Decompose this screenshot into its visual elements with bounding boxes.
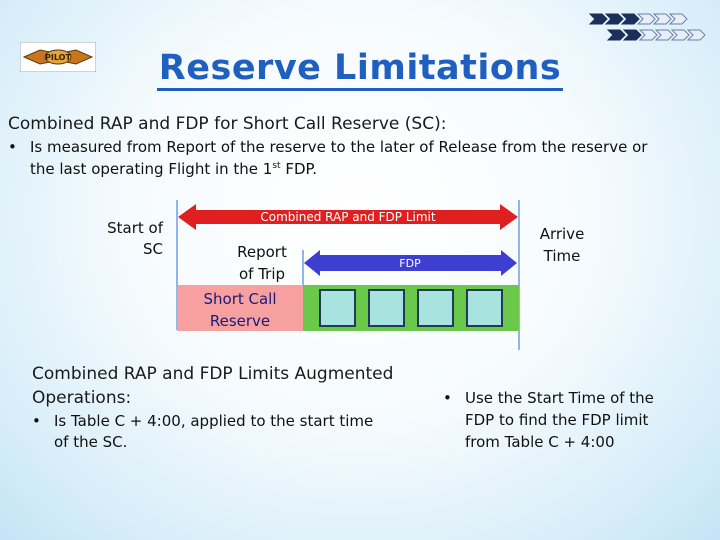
timeline-diagram: Combined RAP and FDP Limit FDP Short Cal… (107, 200, 585, 350)
logo-text: PILOT (45, 53, 71, 62)
report-label-line1: Report (237, 243, 287, 261)
right-bullet-line1: Use the Start Time of the (465, 389, 654, 407)
flight-box (319, 289, 356, 327)
intro-bullet-marker: • (8, 138, 17, 156)
report-label-line2: of Trip (239, 265, 285, 283)
intro-bullet-line1: Is measured from Report of the reserve t… (30, 138, 648, 156)
intro-bullet-line2-text: the last operating Flight in the 1 (30, 160, 273, 178)
fdp-label: FDP (399, 257, 421, 270)
pilot-logo: PILOT (20, 42, 96, 72)
start-label-line2: SC (143, 240, 163, 258)
arrive-label-line1: Arrive (540, 225, 585, 243)
augmented-bullet-marker: • (32, 412, 41, 430)
augmented-bullet-line1: Is Table C + 4:00, applied to the start … (54, 412, 374, 430)
superscript: st (272, 161, 281, 171)
limit-label: Combined RAP and FDP Limit (260, 210, 436, 224)
flight-box (368, 289, 405, 327)
limit-arrow (178, 204, 518, 230)
flight-box (417, 289, 454, 327)
right-bullet-marker: • (443, 389, 452, 407)
reserve-label-line2: Reserve (210, 312, 270, 330)
augmented-heading-line1: Combined RAP and FDP Limits Augmented (32, 364, 394, 384)
intro-heading: Combined RAP and FDP for Short Call Rese… (8, 114, 447, 134)
arrive-label-line2: Time (543, 247, 581, 265)
page-title: Reserve Limitations (0, 48, 720, 91)
start-label-line1: Start of (107, 219, 164, 237)
right-bullet-line2: FDP to find the FDP limit (465, 411, 649, 429)
augmented-heading-line2: Operations: (32, 388, 132, 408)
intro-bullet-line2-end: FDP. (280, 160, 318, 178)
title-text: Reserve Limitations (156, 48, 564, 91)
intro-bullet-line2: the last operating Flight in the 1st FDP… (30, 160, 317, 178)
reserve-label-line1: Short Call (203, 290, 276, 308)
right-bullet-line3: from Table C + 4:00 (465, 433, 615, 451)
reserve-box (177, 285, 303, 331)
flight-box (466, 289, 503, 327)
chevron-decoration-icon (588, 13, 706, 41)
fdp-arrow (304, 250, 517, 276)
augmented-bullet-line2: of the SC. (54, 433, 128, 451)
